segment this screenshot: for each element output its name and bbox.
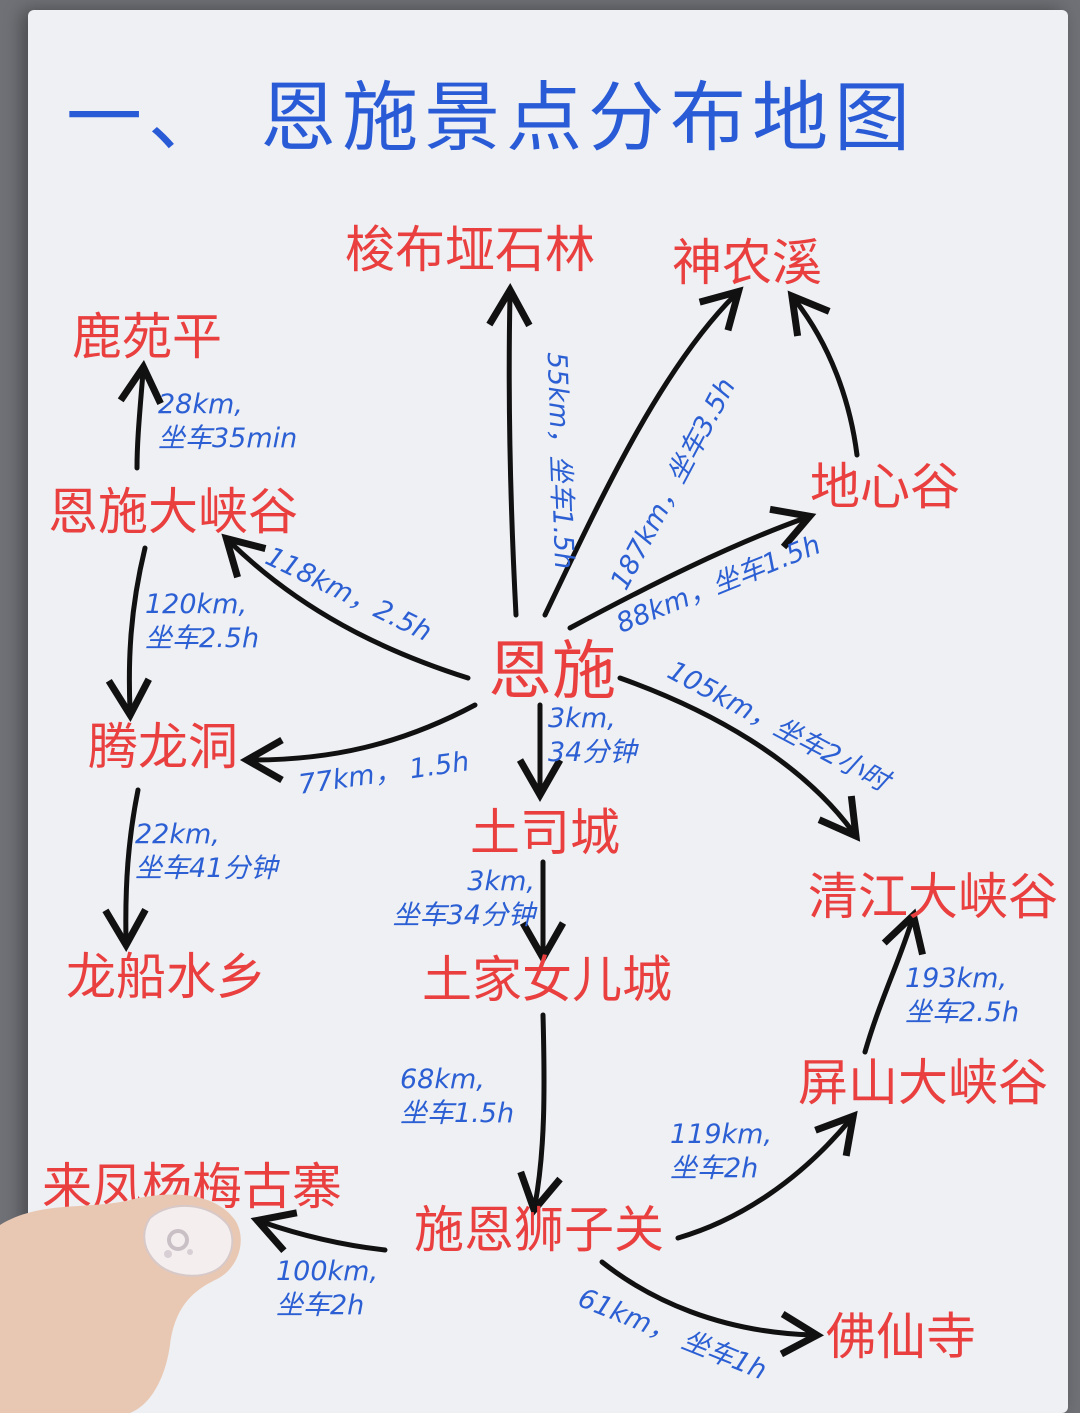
arrow-enshi-canyon: [221, 533, 471, 681]
arrow-shien-pingshan: [675, 1110, 858, 1241]
arrow-enshi-shennongxi: [542, 286, 744, 618]
route-label-line: 3km,: [548, 703, 616, 734]
route-label-line: 坐车2.5h: [145, 622, 260, 654]
arrow-dixingu-shennongxi: [787, 290, 860, 458]
route-label-line: 100km,: [276, 1256, 379, 1287]
route-label-line: 68km,: [400, 1064, 485, 1095]
place-pingshan-canyon: 屏山大峡谷: [798, 1054, 1048, 1112]
place-luyuanping: 鹿苑平: [72, 308, 222, 366]
place-shien: 施恩狮子关: [414, 1201, 664, 1259]
route-label-line: 28km,: [158, 389, 243, 420]
route-label-tusicheng: 3km, 34分钟: [548, 702, 636, 770]
route-label-canyon-luyuan: 28km, 坐车35min: [158, 388, 297, 456]
arrow-enshi-qingjiang: [617, 675, 861, 842]
route-label-shien-pingshan: 119km, 坐车2h: [670, 1118, 772, 1186]
arrow-tenglong-longchuan: [102, 787, 149, 953]
arrow-enshi-suobuya: [486, 282, 533, 618]
arrow-canyon-luyuanping: [117, 359, 164, 471]
place-qingjiang-canyon: 清江大峡谷: [808, 868, 1058, 926]
route-label-line: 坐车2h: [670, 1152, 759, 1184]
route-label-pingshan-qingjiang: 193km, 坐车2.5h: [905, 962, 1019, 1030]
place-foxiansi: 佛仙寺: [826, 1308, 976, 1366]
arrow-enshi-dixingu: [567, 505, 817, 631]
route-label-canyon-tenglong: 120km, 坐车2.5h: [145, 588, 259, 656]
place-shennongxi: 神农溪: [672, 234, 822, 292]
route-label-line: 3km,: [467, 866, 535, 897]
place-enshi-canyon: 恩施大峡谷: [48, 483, 298, 541]
route-label-line: 坐车2.5h: [905, 996, 1020, 1028]
route-label-line: 坐车35min: [158, 422, 298, 454]
place-suobuya: 梭布垭石林: [345, 221, 595, 279]
arrow-shien-foxiansi: [599, 1259, 825, 1358]
route-label-line: 坐车41分钟: [135, 852, 278, 884]
route-label-line: 120km,: [145, 589, 248, 620]
route-label-shien-laifeng: 100km, 坐车2h: [276, 1255, 378, 1323]
route-label-teng-long: 22km, 坐车41分钟: [135, 818, 277, 886]
route-label-line: 坐车1.5h: [400, 1097, 515, 1129]
arrow-enshi-tenglong: [239, 702, 478, 784]
route-label-line: 193km,: [905, 963, 1008, 994]
place-enshi: 恩施: [488, 635, 616, 709]
hand-image: [0, 1194, 241, 1413]
route-label-line: 坐车34分钟: [392, 899, 535, 931]
place-longchuan: 龙船水乡: [66, 948, 266, 1006]
place-tujia-nver: 土家女儿城: [422, 951, 672, 1009]
route-label-line: 34分钟: [548, 736, 637, 768]
arrow-pingshan-qingjiang: [862, 908, 926, 1055]
place-tusicheng: 土司城: [470, 804, 620, 862]
place-dixingu: 地心谷: [810, 458, 960, 516]
arrow-canyon-tenglongdong: [105, 545, 152, 723]
arrow-nver-shien: [517, 1012, 563, 1217]
route-label-line: 坐车2h: [276, 1289, 365, 1321]
route-label-tusi-nver: 3km, 坐车34分钟: [360, 865, 535, 933]
map-title: 一、 恩施景点分布地图: [66, 73, 917, 162]
arrow-shien-laifeng: [250, 1209, 388, 1253]
place-tenglongdong: 腾龙洞: [88, 718, 238, 776]
route-label-line: 119km,: [670, 1119, 773, 1150]
route-label-line: 22km,: [135, 819, 220, 850]
route-label-nver-shien: 68km, 坐车1.5h: [400, 1063, 514, 1131]
